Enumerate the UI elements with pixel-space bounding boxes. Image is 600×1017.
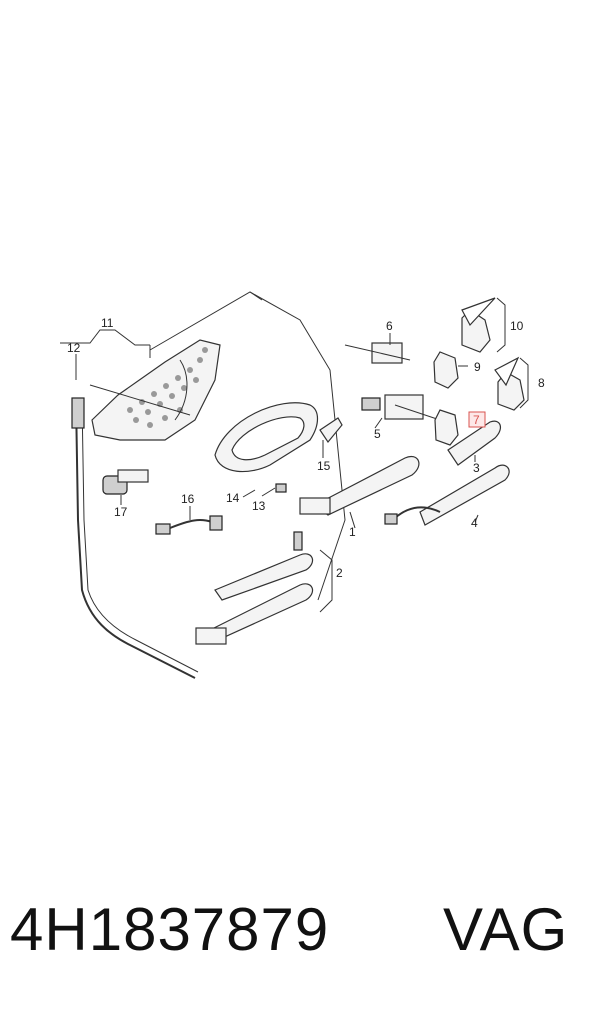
callout-labels: 1 2 3 4 5 6 7 8 9 10 11 12 13 14 15 16 1… <box>67 316 545 580</box>
callout-1: 1 <box>349 525 356 539</box>
wiring-harness-16 <box>155 515 223 535</box>
door-panel <box>149 291 346 601</box>
callout-15: 15 <box>317 459 331 473</box>
connector-17 <box>102 469 149 495</box>
leader-lines <box>60 297 529 613</box>
callout-11: 11 <box>101 316 114 330</box>
outer-handle-2 <box>195 531 314 645</box>
callout-7-highlight <box>468 411 486 428</box>
callout-2: 2 <box>336 566 343 580</box>
callout-13: 13 <box>252 499 266 513</box>
gasket-15 <box>319 417 343 444</box>
callout-16: 16 <box>181 492 195 506</box>
callout-8: 8 <box>538 376 545 390</box>
bowden-cable <box>71 397 199 679</box>
handle-base-3 <box>447 420 502 466</box>
handle-carrier <box>91 339 221 441</box>
callout-14: 14 <box>226 491 240 505</box>
cover-caps <box>433 297 525 446</box>
callout-6: 6 <box>386 319 393 333</box>
trim-frame <box>214 402 319 473</box>
callout-17: 17 <box>114 505 128 519</box>
callout-12: 12 <box>67 341 81 355</box>
callout-5: 5 <box>374 427 381 441</box>
outer-handle-4 <box>384 464 510 526</box>
callout-3: 3 <box>473 461 480 475</box>
outer-handle-1 <box>299 455 420 516</box>
lock-cylinder-assembly <box>344 342 441 421</box>
callout-9: 9 <box>474 360 481 374</box>
brand-caption: VAG <box>443 896 569 963</box>
callout-4: 4 <box>471 516 478 530</box>
callout-10: 10 <box>510 319 524 333</box>
part-number-caption: 4H1837879 <box>10 896 330 963</box>
callout-7: 7 <box>473 413 480 427</box>
screw-13 <box>275 483 287 493</box>
